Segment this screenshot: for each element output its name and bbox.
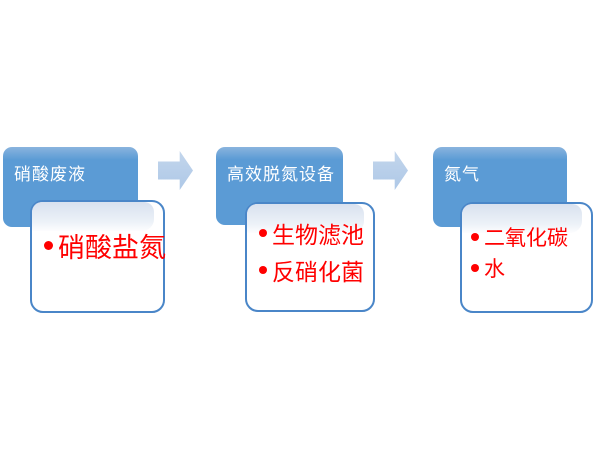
bullet-item: 生物滤池 — [259, 214, 373, 251]
bullet-dot-icon — [259, 228, 267, 237]
card-highlight — [32, 202, 154, 231]
bullet-label: 反硝化菌 — [272, 258, 364, 285]
bullet-dot-icon — [471, 263, 479, 272]
bullet-label: 二氧化碳 — [484, 226, 568, 250]
bullet-label: 生物滤池 — [272, 221, 364, 248]
detail-card-denitrification-equipment: 生物滤池 反硝化菌 — [245, 202, 375, 312]
stage-title: 高效脱氮设备 — [227, 165, 335, 184]
detail-card-nitrogen-gas: 二氧化碳 水 — [460, 202, 593, 313]
stage-title: 氮气 — [444, 165, 480, 184]
card-highlight — [247, 204, 364, 233]
card-highlight — [462, 204, 582, 233]
bullet-item: 反硝化菌 — [259, 251, 373, 288]
bullet-list: 二氧化碳 水 — [462, 204, 591, 283]
bullet-dot-icon — [471, 232, 479, 241]
bullet-label: 水 — [484, 257, 505, 281]
bullet-list: 生物滤池 反硝化菌 — [247, 204, 373, 288]
bullet-list: 硝酸盐氮 — [32, 202, 166, 263]
bullet-item: 硝酸盐氮 — [44, 227, 166, 263]
detail-card-waste-liquid: 硝酸盐氮 — [30, 200, 166, 313]
stage-title: 硝酸废液 — [14, 165, 86, 184]
bullet-dot-icon — [259, 265, 267, 274]
bullet-label: 硝酸盐氮 — [58, 232, 166, 263]
right-arrow-icon — [373, 151, 408, 190]
bullet-dot-icon — [44, 240, 53, 250]
bullet-item: 水 — [471, 252, 591, 283]
bullet-item: 二氧化碳 — [471, 221, 591, 252]
right-arrow-icon — [158, 151, 193, 190]
